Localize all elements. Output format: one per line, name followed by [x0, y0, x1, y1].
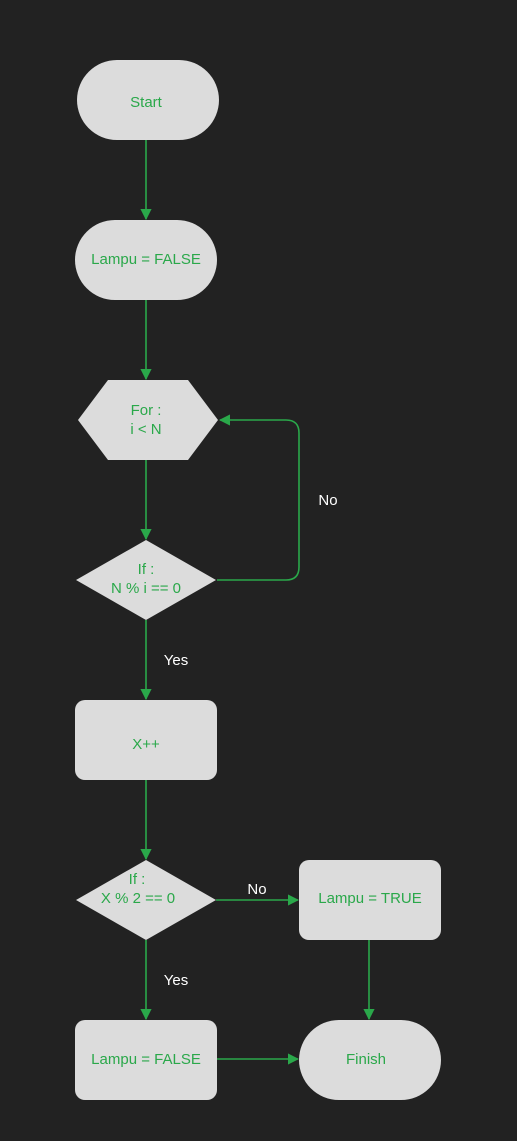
- cond2-label-line1: If :: [129, 871, 146, 888]
- node-start[interactable]: Start: [77, 60, 219, 140]
- start-label: Start: [130, 94, 163, 111]
- terminator-shape: [77, 60, 219, 140]
- process-box: [75, 1020, 217, 1100]
- set-false-label: Lampu = FALSE: [91, 1051, 201, 1068]
- finish-label: Finish: [346, 1051, 386, 1068]
- node-finish[interactable]: Finish: [299, 1020, 441, 1100]
- terminator-shape: [75, 220, 217, 300]
- hexagon-shape: [78, 380, 218, 460]
- process-box: [299, 860, 441, 940]
- node-cond2[interactable]: If : X % 2 == 0: [76, 860, 216, 940]
- process-box: [75, 700, 217, 780]
- node-increment[interactable]: X++: [75, 700, 217, 780]
- cond2-label-line2: X % 2 == 0: [101, 890, 175, 907]
- node-set-true[interactable]: Lampu = TRUE: [299, 860, 441, 940]
- terminator-shape: [299, 1020, 441, 1100]
- increment-label: X++: [132, 736, 160, 753]
- loop-label-line1: For :: [131, 402, 162, 419]
- cond1-label-line2: N % i == 0: [111, 580, 181, 597]
- edge-label-cond1-no: No: [318, 492, 337, 509]
- node-loop[interactable]: For : i < N: [78, 380, 218, 460]
- edge-label-cond2-no: No: [247, 881, 266, 898]
- node-set-false[interactable]: Lampu = FALSE: [75, 1020, 217, 1100]
- cond1-label-line1: If :: [138, 561, 155, 578]
- init-label: Lampu = FALSE: [91, 251, 201, 268]
- edges: [140, 140, 375, 1065]
- decision-diamond: [76, 860, 216, 940]
- node-init[interactable]: Lampu = FALSE: [75, 220, 217, 300]
- loop-label-line2: i < N: [130, 421, 161, 438]
- set-true-label: Lampu = TRUE: [318, 890, 422, 907]
- edge-cond1-no-to-loop: [217, 414, 300, 581]
- edge-label-cond2-yes: Yes: [164, 972, 188, 989]
- decision-diamond: [76, 540, 216, 620]
- edge-label-cond1-yes: Yes: [164, 652, 188, 669]
- node-cond1[interactable]: If : N % i == 0: [76, 540, 216, 620]
